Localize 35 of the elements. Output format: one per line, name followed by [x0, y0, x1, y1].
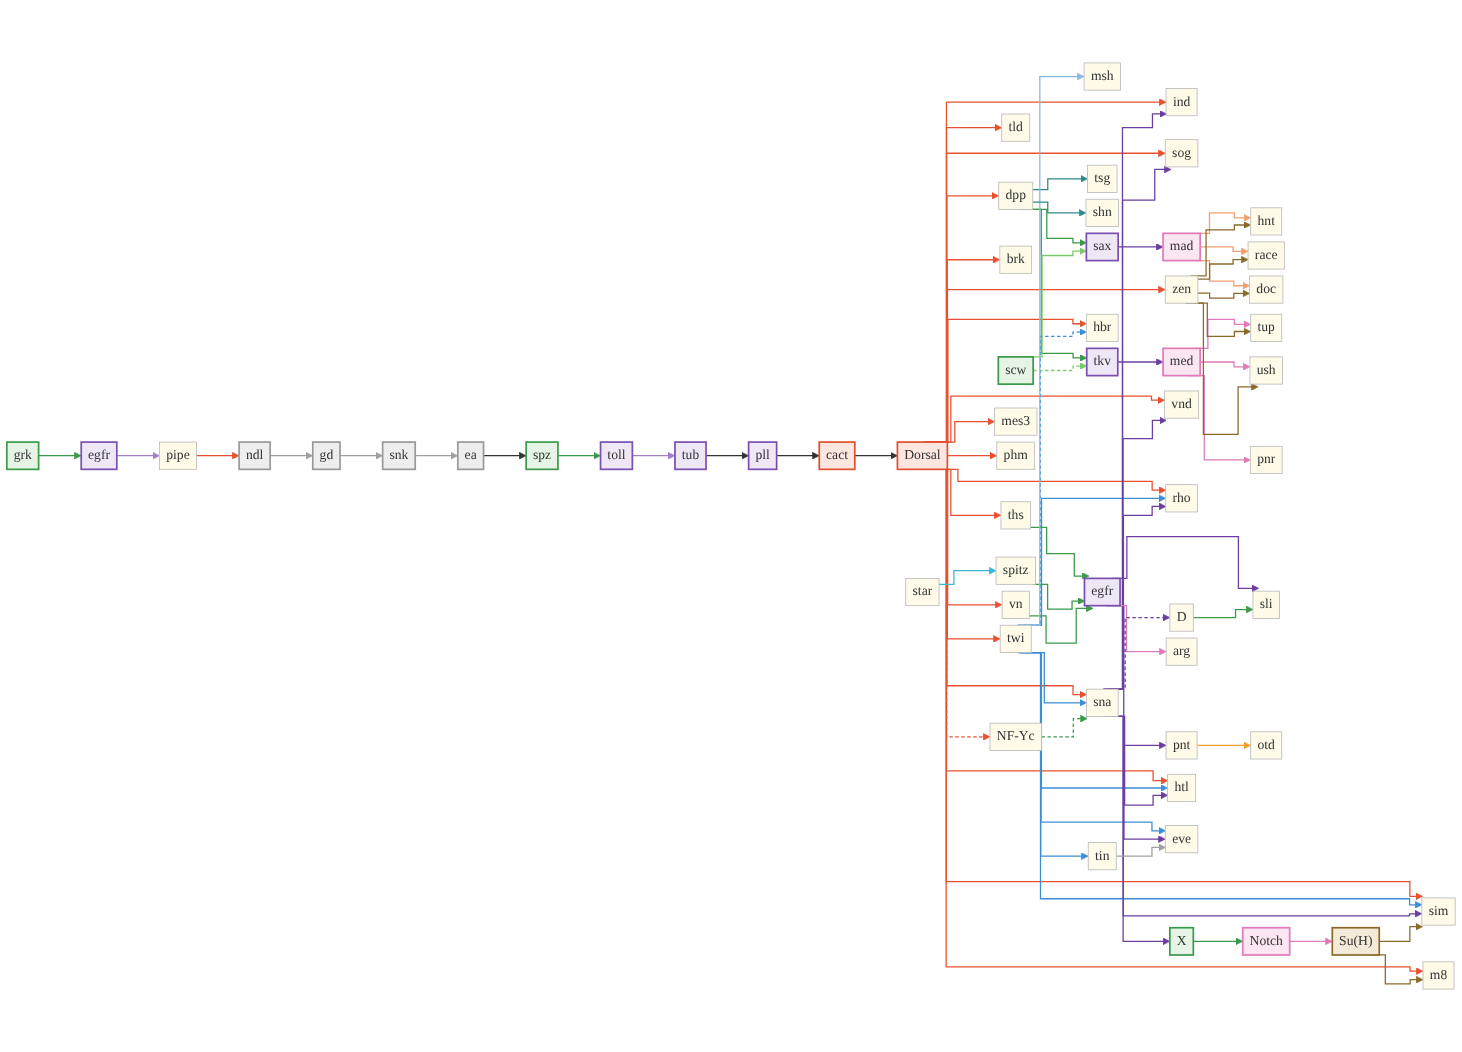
arrow: [1199, 246, 1249, 256]
arrow: [1196, 212, 1252, 234]
arrow: [414, 451, 459, 460]
arrow: [1028, 604, 1094, 644]
arrow: [38, 451, 82, 460]
arrow: [946, 451, 998, 460]
arrow: [1031, 583, 1086, 610]
arrow: [1196, 741, 1252, 750]
arrow: [705, 451, 749, 460]
arrow: [1040, 714, 1088, 738]
arrow: [482, 451, 527, 460]
arrow: [269, 451, 314, 460]
arrow: [776, 451, 820, 460]
arrow: [1115, 843, 1166, 857]
arrow: [195, 451, 240, 460]
arrow: [1378, 923, 1423, 942]
arrow: [557, 451, 601, 460]
arrow: [339, 451, 383, 460]
arrow: [116, 451, 160, 460]
arrow: [946, 468, 1167, 494]
arrow: [1117, 358, 1164, 366]
arrow: [1199, 361, 1251, 371]
arrow: [1029, 526, 1090, 580]
arrow: [631, 451, 676, 460]
arrow: [938, 567, 997, 585]
arrow: [1197, 255, 1249, 280]
arrow: [1032, 175, 1088, 191]
arrow: [854, 451, 898, 460]
arrow: [1289, 937, 1333, 946]
arrow: [1032, 201, 1087, 217]
arrow: [1117, 243, 1164, 251]
arrow: [1192, 605, 1254, 619]
arrow: [1197, 289, 1250, 299]
arrow: [1032, 362, 1088, 372]
arrow: [1192, 937, 1244, 946]
